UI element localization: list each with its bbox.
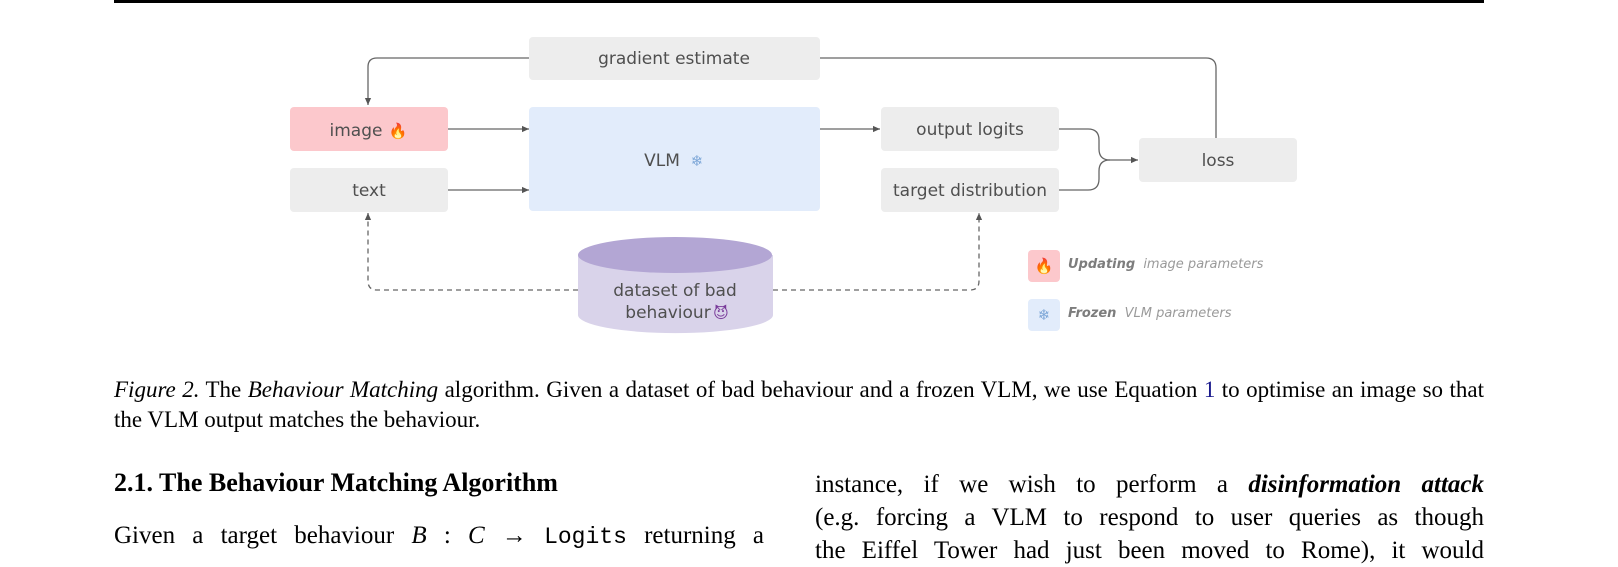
gradient-estimate-node: gradient estimate — [529, 37, 820, 80]
section-heading: 2.1. The Behaviour Matching Algorithm — [114, 468, 558, 497]
vlm-node: VLM ❄ — [529, 107, 820, 211]
gradient-loop-arrow — [818, 57, 1217, 154]
loss-node: loss — [1139, 138, 1297, 182]
right-line-1: instance, if we wish to perform a disinf… — [815, 468, 1484, 501]
fire-icon: 🔥 — [389, 122, 408, 140]
image-node: image 🔥 — [290, 107, 448, 151]
dataset-to-text-arrow — [364, 213, 578, 291]
right-line-1-text: instance, if we wish to perform a — [815, 471, 1228, 498]
legend-frozen-key: Frozen — [1068, 306, 1116, 321]
target-to-loss-arrow — [1059, 159, 1111, 191]
svg-text:Updating image paramet: Updating image parameters — [1068, 257, 1264, 272]
disinformation-attack-term: disinformation attack — [1248, 471, 1485, 498]
dataset-node: dataset of bad behaviour 😈 — [578, 237, 773, 334]
top-rule — [114, 0, 1484, 3]
snowflake-icon: ❄ — [691, 152, 704, 170]
dataset-label-line1: dataset of bad — [613, 281, 736, 301]
loss-label: loss — [1202, 151, 1235, 171]
gradient-estimate-label: gradient estimate — [598, 49, 750, 69]
gradient-to-image-arrow — [364, 57, 529, 105]
caption-pre: The — [205, 377, 242, 402]
right-line-3: the Eiffel Tower had just been moved to … — [815, 537, 1484, 564]
legend-updating: 🔥 Updating image parameters — [1028, 250, 1264, 282]
figure-label: Figure 2. — [114, 377, 200, 402]
legend-fire-icon: 🔥 — [1035, 257, 1054, 275]
legend-snowflake-icon: ❄ — [1038, 306, 1051, 324]
caption-text-1: algorithm. Given a dataset of bad behavi… — [444, 377, 1198, 402]
target-distribution-label: target distribution — [893, 181, 1047, 201]
output-logits-label: output logits — [916, 120, 1024, 140]
text-label: text — [352, 181, 386, 201]
math-b: B — [411, 522, 427, 549]
caption-algorithm-name: Behaviour Matching — [247, 377, 439, 402]
legend-updating-text: image parameters — [1143, 257, 1263, 272]
logits-code: Logits — [544, 524, 627, 550]
right-column: instance, if we wish to perform a disinf… — [815, 468, 1484, 567]
math-colon: : — [426, 522, 468, 549]
connectors — [364, 57, 1217, 291]
equation-reference-link[interactable]: 1 — [1203, 377, 1216, 402]
left-text-b: returning a — [644, 522, 765, 549]
legend-frozen-text: VLM parameters — [1125, 306, 1232, 321]
caption-text-2: to optimise an image so that the VLM out… — [114, 377, 1484, 432]
math-c: C — [468, 522, 485, 549]
dataset-label-line2: behaviour — [625, 303, 710, 323]
devil-icon: 😈 — [713, 304, 729, 322]
legend: 🔥 Updating image parameters ❄ Frozen VLM… — [1028, 250, 1264, 331]
legend-updating-key: Updating — [1068, 257, 1135, 272]
logits-to-loss-arrow — [1059, 128, 1138, 164]
behaviour-matching-diagram: gradient estimate image 🔥 text VLM ❄ out… — [290, 37, 1297, 334]
left-text-a: Given a target behaviour — [114, 522, 395, 549]
legend-frozen: ❄ Frozen VLM parameters — [1028, 299, 1232, 331]
left-paragraph: Given a target behaviour B : C → Logits … — [114, 520, 764, 553]
vlm-label: VLM — [644, 151, 680, 171]
svg-text:Frozen VLM parameters: Frozen VLM parameters — [1068, 306, 1232, 321]
image-label: image — [330, 121, 383, 141]
target-distribution-node: target distribution — [881, 168, 1059, 212]
dataset-to-target-arrow — [773, 213, 983, 291]
right-line-2: (e.g. forcing a VLM to respond to user q… — [815, 504, 1484, 531]
text-node: text — [290, 168, 448, 212]
math-arrow: → — [484, 522, 545, 549]
output-logits-node: output logits — [881, 107, 1059, 151]
figure-caption: Figure 2. The Behaviour Matching algorit… — [114, 375, 1484, 435]
